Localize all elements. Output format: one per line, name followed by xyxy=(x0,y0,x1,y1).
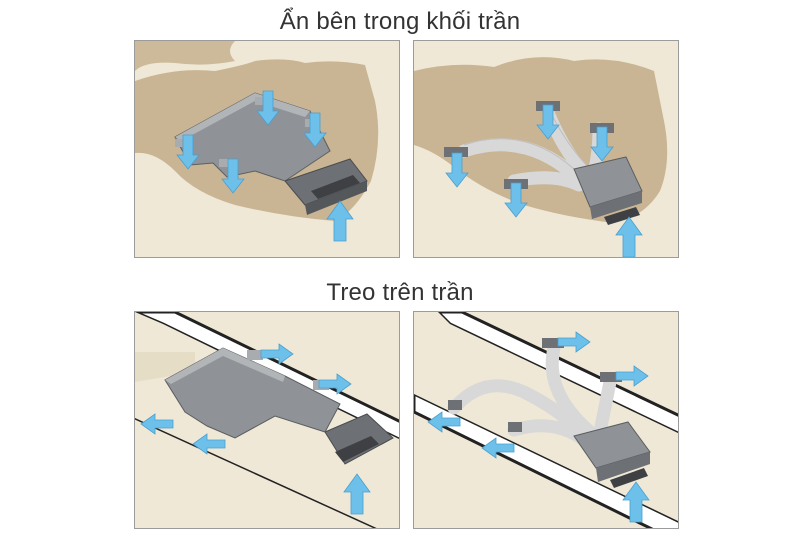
suspended-heading: Treo trên trần xyxy=(326,279,474,306)
return-grille xyxy=(335,436,379,462)
panel-suspended-rigid-duct xyxy=(134,311,400,529)
return-grille xyxy=(311,175,360,199)
flex-duct xyxy=(593,375,617,439)
panel-suspended-flex-duct xyxy=(413,311,679,529)
flex-duct xyxy=(447,379,591,443)
panel-concealed-flex-duct xyxy=(413,40,679,258)
return-grille xyxy=(610,468,648,488)
return-grille xyxy=(604,207,640,225)
concealed-heading: Ẩn bên trong khối trần xyxy=(279,8,521,35)
flex-duct xyxy=(457,138,581,182)
panel-concealed-rigid-duct xyxy=(134,40,400,258)
flex-duct xyxy=(545,341,597,439)
